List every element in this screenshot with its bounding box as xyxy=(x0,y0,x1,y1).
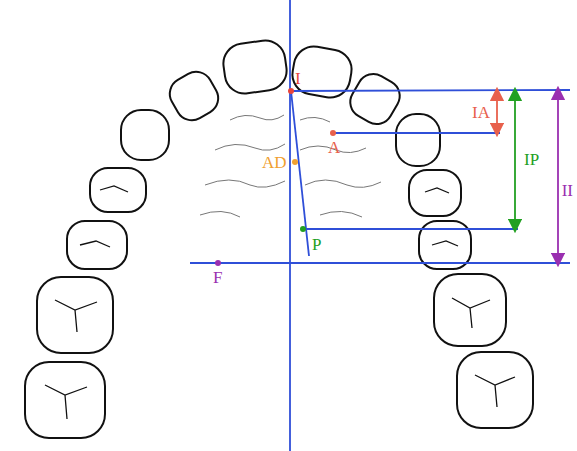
point-label: A xyxy=(328,139,340,156)
point-label: AD xyxy=(262,154,287,171)
point-label: F xyxy=(213,269,222,286)
dimension-label: II xyxy=(562,182,573,199)
dimension-label: IA xyxy=(472,104,490,121)
point-label: P xyxy=(312,236,321,253)
point-label: I xyxy=(295,70,301,87)
dimension-label: IP xyxy=(524,151,539,168)
